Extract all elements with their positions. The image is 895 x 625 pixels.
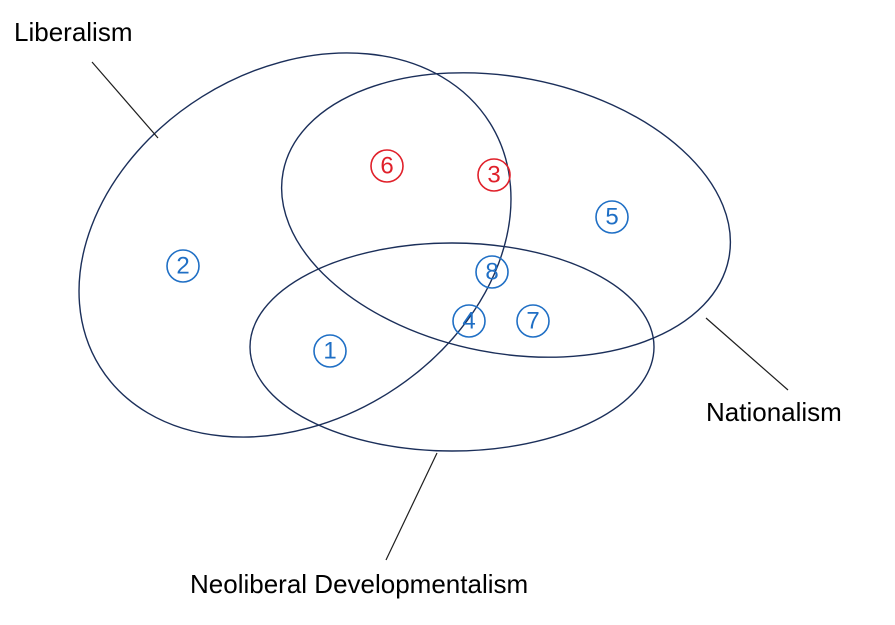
marker-1: 1 [313,334,347,368]
marker-1-number: 1 [323,338,336,365]
marker-4: 4 [452,304,486,338]
marker-5: 5 [595,200,629,234]
marker-1-circle [313,334,347,368]
liberalism-ellipse [78,52,512,438]
marker-5-number: 5 [605,204,618,231]
marker-7-number: 7 [526,308,539,335]
marker-3: 3 [477,158,511,192]
nationalism-label: Nationalism [706,397,842,427]
liberalism-leader-line [91,61,159,139]
nationalism-ellipse [280,72,732,358]
marker-6-number: 6 [380,153,393,180]
marker-8-circle [475,255,509,289]
marker-2: 2 [166,249,200,283]
marker-7: 7 [516,304,550,338]
marker-3-circle [477,158,511,192]
marker-4-circle [452,304,486,338]
liberalism-label: Liberalism [14,17,133,47]
marker-2-number: 2 [176,253,189,280]
nationalism-leader-line [705,317,789,391]
developmentalism-ellipse [249,242,655,452]
marker-2-circle [166,249,200,283]
marker-6: 6 [370,149,404,183]
marker-3-number: 3 [487,162,500,189]
marker-7-circle [516,304,550,338]
marker-5-circle [595,200,629,234]
marker-4-number: 4 [462,308,475,335]
marker-8-number: 8 [485,259,498,286]
developmentalism-leader-line [385,452,438,561]
marker-8: 8 [475,255,509,289]
marker-6-circle [370,149,404,183]
developmentalism-label: Neoliberal Developmentalism [190,569,528,599]
